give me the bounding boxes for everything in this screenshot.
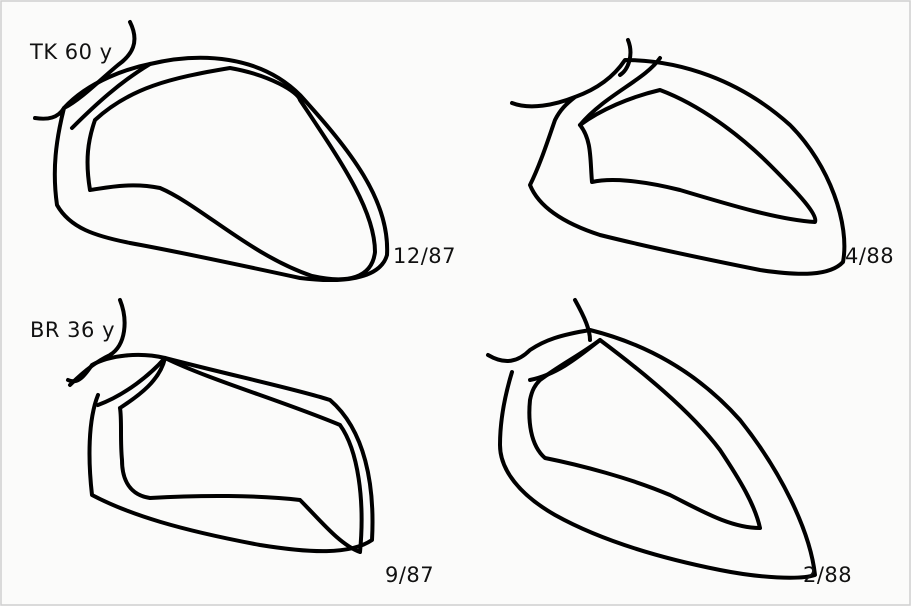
date-label-2-88: 2/88 [803,563,852,587]
outer-wall [68,355,373,551]
aortic-root [530,300,600,380]
outer-wall [512,60,844,274]
subject-label-tk: TK 60 y [30,40,113,64]
heart-br-2-88 [488,300,815,578]
inner-wall [88,68,375,279]
subject-label-br: BR 36 y [30,318,115,342]
date-label-4-88: 4/88 [845,244,894,268]
heart-tk-4-88 [512,40,844,274]
date-label-12-87: 12/87 [393,244,456,268]
date-label-9-87: 9/87 [385,563,434,587]
outer-wall [488,330,815,578]
inner-wall [120,358,362,552]
aortic-root [70,300,165,405]
aortic-root [580,40,660,125]
inner-wall [580,90,815,222]
